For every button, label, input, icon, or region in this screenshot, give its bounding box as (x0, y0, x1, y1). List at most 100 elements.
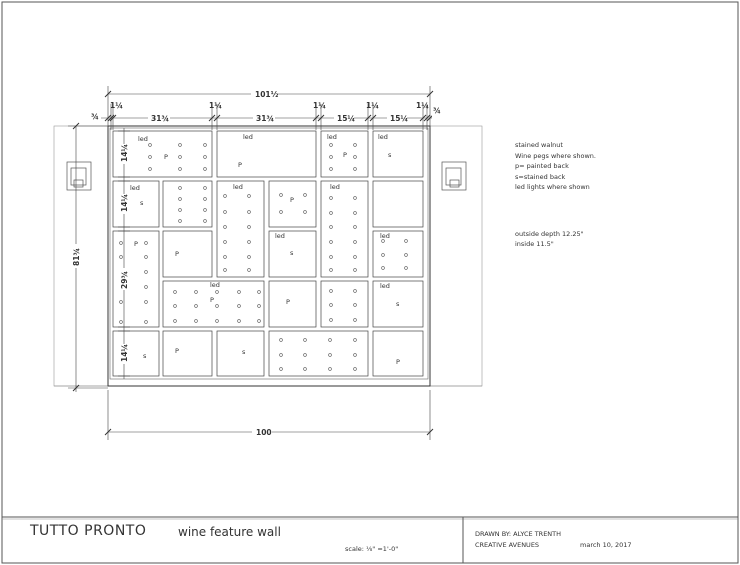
wine-peg (247, 194, 251, 198)
wine-peg (353, 367, 357, 371)
wine-peg (353, 318, 357, 322)
note-line: inside 11.5" (515, 240, 554, 248)
wine-peg (328, 367, 332, 371)
wine-peg (237, 290, 241, 294)
project-title: wine feature wall (178, 525, 281, 539)
wine-peg (194, 290, 198, 294)
wine-peg (148, 155, 152, 159)
top-dim: 1¼ (110, 101, 123, 110)
wine-peg (203, 197, 207, 201)
bottom-width-dim: 100 (256, 428, 272, 437)
wine-peg (144, 270, 148, 274)
painted-label: P (175, 250, 179, 258)
top-dim: 31¾ (256, 114, 274, 123)
wine-peg (279, 338, 283, 342)
wine-peg (247, 255, 251, 259)
left-dim: 14¼ (120, 194, 129, 212)
left-dim: 14¼ (120, 144, 129, 162)
wine-peg (404, 253, 408, 257)
top-dim: 1¼ (416, 101, 429, 110)
overall-width-dim: 101½ (255, 90, 279, 99)
wine-peg (223, 255, 227, 259)
wine-peg (178, 155, 182, 159)
cabinet-cells (112, 130, 424, 377)
wine-peg (381, 239, 385, 243)
note-line: led lights where shown (515, 183, 590, 191)
wine-peg (215, 319, 219, 323)
painted-label: P (175, 347, 179, 355)
wine-peg (353, 225, 357, 229)
painted-label: P (286, 298, 290, 306)
wine-peg (329, 143, 333, 147)
dimension-ticks (72, 90, 434, 436)
wine-peg (203, 167, 207, 171)
wine-peg (223, 210, 227, 214)
wine-peg (119, 255, 123, 259)
wine-peg (329, 318, 333, 322)
note-line: s=stained back (515, 172, 566, 181)
cell (268, 180, 317, 228)
wine-peg (247, 225, 251, 229)
cell (216, 330, 265, 377)
wine-peg (279, 353, 283, 357)
wine-peg (148, 167, 152, 171)
wine-peg (144, 320, 148, 324)
wine-peg (247, 240, 251, 244)
cell (112, 130, 213, 178)
painted-label: P (210, 296, 214, 304)
cell (320, 130, 369, 178)
wine-peg (303, 367, 307, 371)
note-line: p= painted back (515, 162, 569, 170)
note-line: stained walnut (515, 141, 563, 149)
wine-peg (353, 143, 357, 147)
wine-peg (178, 219, 182, 223)
wine-peg (329, 268, 333, 272)
top-dim: 15¼ (390, 114, 408, 123)
wine-pegs (119, 143, 408, 371)
painted-label: P (134, 240, 138, 248)
cell (216, 130, 317, 178)
wine-peg (237, 319, 241, 323)
wine-peg (329, 167, 333, 171)
wine-peg (203, 208, 207, 212)
cell (112, 330, 160, 377)
stained-label: s (290, 249, 294, 257)
drawing-date: march 10, 2017 (580, 541, 632, 549)
stained-label: s (143, 352, 147, 360)
painted-label: P (238, 161, 242, 169)
cell (372, 280, 424, 328)
wine-peg (353, 303, 357, 307)
led-label: led (330, 183, 340, 191)
stained-label: s (388, 151, 392, 159)
wine-peg (353, 255, 357, 259)
wine-peg (303, 353, 307, 357)
led-label: led (275, 232, 285, 240)
wine-peg (329, 155, 333, 159)
cell (320, 280, 369, 328)
stained-label: s (140, 199, 144, 207)
stained-label: s (396, 300, 400, 308)
overall-height-dim: 81¾ (72, 248, 81, 266)
wine-peg (194, 304, 198, 308)
top-dim: 1¼ (313, 101, 326, 110)
wine-peg (144, 255, 148, 259)
wine-peg (223, 268, 227, 272)
stained-label: s (242, 348, 246, 356)
cell (162, 180, 213, 228)
wine-peg (223, 194, 227, 198)
company-name: TUTTO PRONTO (30, 523, 147, 539)
wine-peg (178, 167, 182, 171)
wine-peg (144, 241, 148, 245)
wine-peg (353, 167, 357, 171)
wine-peg (353, 155, 357, 159)
wine-peg (247, 268, 251, 272)
cabinet-inner-frame (109, 127, 429, 380)
wine-peg (279, 367, 283, 371)
wine-peg (328, 353, 332, 357)
wine-peg (257, 290, 261, 294)
cell-labels: led led led led led led led led led led … (130, 133, 400, 366)
wine-peg (178, 208, 182, 212)
cell (372, 180, 424, 228)
wine-peg (144, 300, 148, 304)
